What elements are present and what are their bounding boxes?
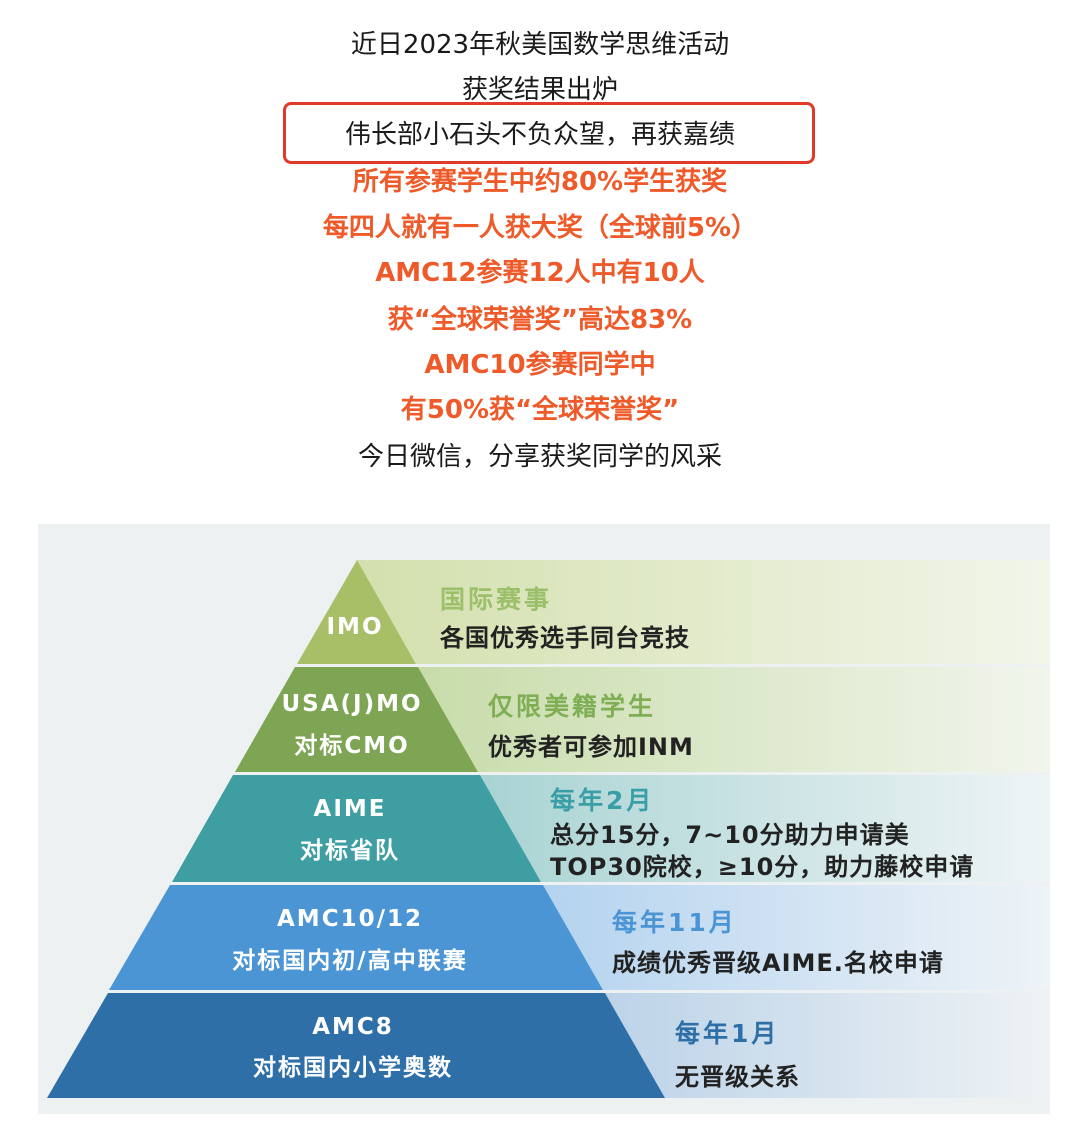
tier-title: 仅限美籍学生 [488,692,657,721]
intro-line: 获奖结果出炉 [461,75,618,105]
pyramid-tier-amc8 [47,993,665,1098]
tier-desc: 无晋级关系 [675,1063,800,1091]
tier-label: 对标国内小学奥数 [253,1055,453,1081]
pyramid-tier-aime [172,775,541,882]
highlight-line: 所有参赛学生中约80%学生获奖 [352,167,728,197]
tier-label: AMC10/12 [277,906,423,932]
tier-title: 每年11月 [612,908,737,937]
tier-label: 对标国内初/高中联赛 [232,948,468,974]
highlight-box [283,102,815,164]
tier-desc: 成绩优秀晋级AIME.名校申请 [612,949,944,977]
band-stripe [357,560,1050,664]
tier-title: 每年1月 [675,1019,780,1048]
highlight-line: 获“全球荣誉奖”高达83% [387,305,693,335]
tier-label: IMO [326,614,384,640]
tier-desc: 各国优秀选手同台竞技 [440,624,690,652]
highlight-line: AMC12参赛12人中有10人 [375,258,705,288]
tier-title: 每年2月 [550,786,655,815]
highlight-line: AMC10参赛同学中 [424,350,656,380]
competition-pyramid: IMO 国际赛事 各国优秀选手同台竞技 USA(J)MO 对标CMO 仅限美籍学… [38,524,1050,1114]
tier-desc: 优秀者可参加INM [488,733,694,761]
tier-desc: TOP30院校，≥10分，助力藤校申请 [550,853,975,881]
highlight-line: 有50%获“全球荣誉奖” [400,395,680,425]
highlight-line: 每四人就有一人获大奖（全球前5%） [322,213,758,243]
band-stripe [418,667,1050,772]
pyramid-tier-amc10-12 [109,885,603,990]
band-stripe [543,885,1050,990]
pyramid-tier-usamo [235,667,478,772]
pyramid-tier-imo [297,560,416,664]
tier-desc: 总分15分，7~10分助力申请美 [550,821,910,849]
band-stripe [605,993,1050,1098]
tier-label: AIME [313,796,387,822]
band-stripe [480,775,1050,882]
intro-line-highlighted: 伟长部小石头不负众望，再获嘉绩 [344,120,735,150]
tier-label: 对标CMO [294,733,410,759]
tier-label: USA(J)MO [281,691,423,717]
tier-title: 国际赛事 [440,585,553,614]
tier-label: 对标省队 [300,838,400,864]
tier-label: AMC8 [312,1014,394,1040]
closing-line: 今日微信，分享获奖同学的风采 [357,442,722,472]
intro-line: 近日2023年秋美国数学思维活动 [350,30,730,60]
